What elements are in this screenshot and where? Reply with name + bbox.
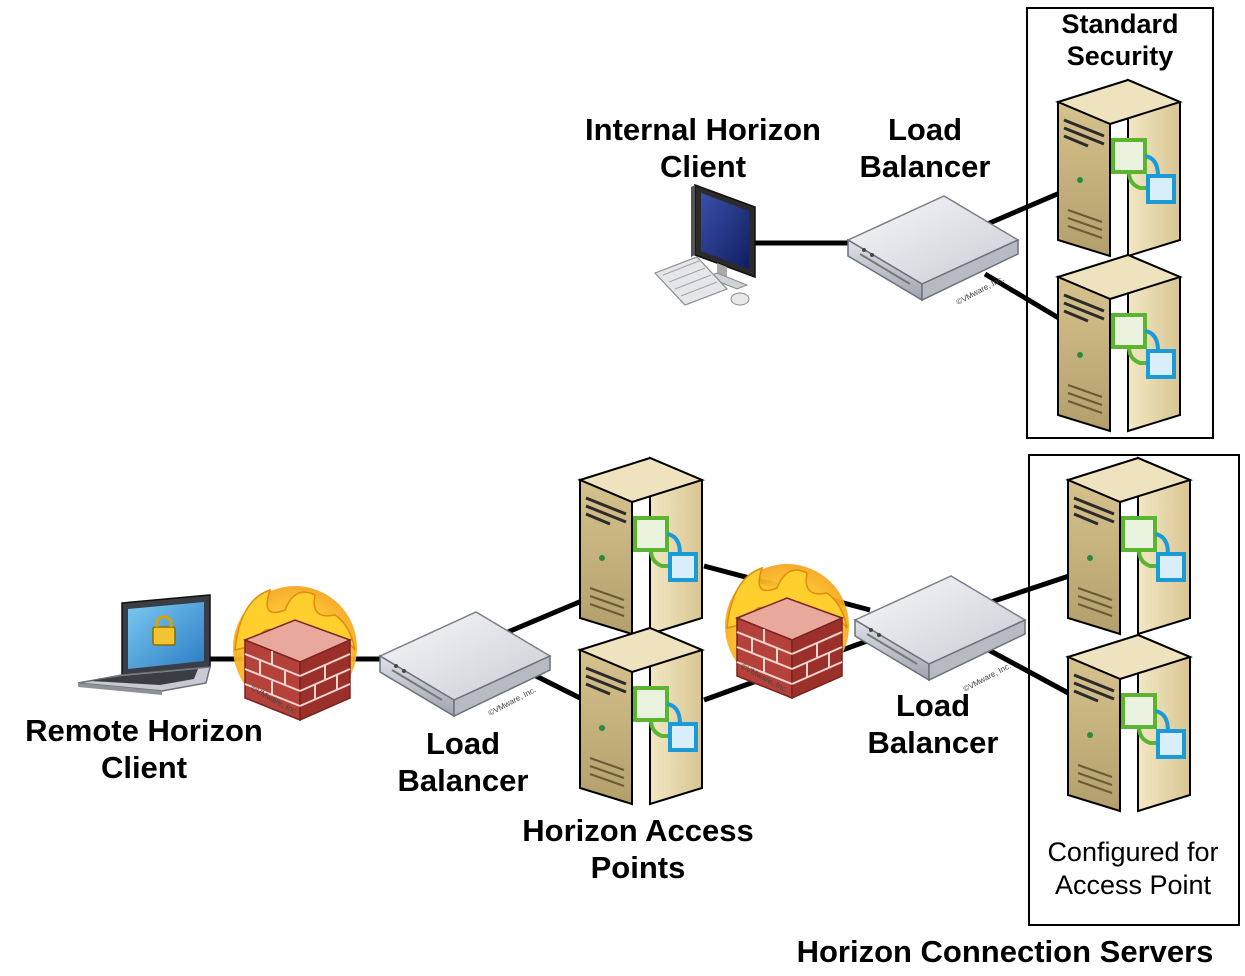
access-point-config-box: [1028, 454, 1240, 926]
load-balancer-top-label: Load Balancer: [859, 112, 991, 184]
access-point-server-1-icon: [578, 456, 704, 636]
load-balancer-left-label: Load Balancer: [397, 726, 529, 798]
connection-server-standard-2-icon: [1056, 253, 1182, 433]
configured-for-access-point-label: Configured for Access Point: [1047, 837, 1219, 900]
connection-server-ap-2-icon: [1066, 633, 1192, 813]
standard-security-box: [1026, 7, 1214, 439]
internal-horizon-client-label: Internal Horizon Client: [585, 112, 821, 184]
load-balancer-right-label: Load Balancer: [867, 688, 999, 760]
firewall-right-icon: [724, 563, 850, 699]
link-lb-top-to-server-2: [983, 271, 1064, 323]
horizon-access-points-label: Horizon Access Points: [522, 813, 754, 885]
standard-security-label: Standard Security: [1061, 9, 1179, 72]
link-lb-left-to-ap-1: [507, 597, 585, 635]
remote-horizon-client-label: Remote Horizon Client: [25, 713, 263, 785]
connection-server-standard-1-icon: [1056, 78, 1182, 258]
desktop-computer-icon: [653, 183, 756, 306]
firewall-left-icon: [232, 585, 358, 721]
horizon-connection-servers-label: Horizon Connection Servers: [796, 934, 1214, 969]
laptop-lock-icon: [77, 594, 211, 695]
load-balancer-right-icon: [854, 575, 1026, 681]
link-lb-top-to-server-1: [977, 189, 1063, 231]
link-lb-left-to-ap-2: [532, 672, 586, 703]
access-point-server-2-icon: [578, 626, 704, 806]
connection-server-ap-1-icon: [1066, 456, 1192, 636]
